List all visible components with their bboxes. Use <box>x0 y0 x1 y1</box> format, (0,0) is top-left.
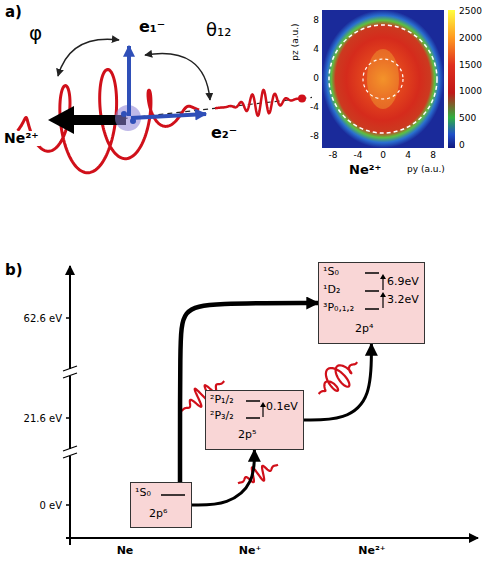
momentum-map <box>322 10 444 148</box>
energy-label: 0 eV <box>38 500 63 511</box>
level-box: ¹S₀ ¹D₂ ³P₀,₁,₂ 6.9eV 3.2eV 2p⁴ <box>318 262 425 344</box>
axis-tick <box>66 504 70 506</box>
level-label: ¹S₀ <box>135 487 151 499</box>
tick-label: 4 <box>312 45 320 55</box>
electron-arrow <box>127 46 131 116</box>
angle-label: θ₁₂ <box>205 20 232 40</box>
axis-tick <box>66 417 70 419</box>
axis-title: py (a.u.) <box>406 165 446 175</box>
electron-arrow <box>131 114 206 118</box>
level-label: 3.2eV <box>387 294 419 306</box>
atom <box>121 111 127 117</box>
ion-label: Ne²⁺ <box>348 163 382 177</box>
tick-label: 0 <box>312 74 320 84</box>
tick-label: -8 <box>328 151 339 161</box>
colorbar-label: 2000 <box>458 34 483 44</box>
tick-label: 8 <box>312 16 320 26</box>
species-label: Ne <box>116 545 135 557</box>
level-box: ²P₁/₂ ²P₃/₂ 0.1eV 2p⁵ <box>205 390 304 450</box>
level-label: 6.9eV <box>387 276 419 288</box>
colorbar <box>448 10 455 148</box>
ion-label: Ne²⁺ <box>3 131 40 146</box>
laser-pulse <box>215 90 300 116</box>
level-label: 0.1eV <box>266 401 298 413</box>
energy-label: 21.6 eV <box>23 413 63 424</box>
tick-label: -4 <box>309 103 320 113</box>
colorbar-label: 1500 <box>458 61 483 71</box>
tick-label: 4 <box>404 151 412 161</box>
angle-label: φ <box>28 22 43 44</box>
energy-label: 62.6 eV <box>23 313 63 324</box>
colorbar-label: 1000 <box>458 87 483 97</box>
momentum-circle <box>363 59 403 99</box>
panel-letter: a) <box>4 4 23 21</box>
laser-pulse <box>238 465 278 483</box>
axis-break <box>63 366 77 458</box>
axis-title: pz (a.u.) <box>291 22 301 61</box>
tick-label: -8 <box>309 132 320 142</box>
energy-axis <box>69 266 71 545</box>
panel-letter: b) <box>4 262 24 279</box>
tick-label: 0 <box>379 151 387 161</box>
species-axis <box>66 537 478 539</box>
level-label: ¹S₀ <box>323 266 339 278</box>
colorbar-label: 500 <box>458 114 477 124</box>
tick-label: -4 <box>353 151 364 161</box>
level-label: 2p⁶ <box>149 508 167 520</box>
level-label: ¹D₂ <box>323 284 340 296</box>
propagation-axis <box>60 97 312 125</box>
level-label: 2p⁴ <box>355 323 373 335</box>
level-label: ²P₁/₂ <box>210 394 234 406</box>
electron-label: e₁⁻ <box>138 18 166 36</box>
level-label: ³P₀,₁,₂ <box>323 302 354 314</box>
transition-arrow <box>192 450 254 505</box>
electron-label: e₂⁻ <box>210 124 238 142</box>
ion-arrowhead <box>48 106 74 134</box>
laser-helix <box>319 362 358 394</box>
species-label: Ne⁺ <box>238 545 262 557</box>
colorbar-label: 2500 <box>458 7 483 17</box>
species-label: Ne²⁺ <box>357 545 386 557</box>
momentum-map <box>367 49 399 109</box>
level-label: ²P₃/₂ <box>210 410 234 422</box>
tick-label: 8 <box>429 151 437 161</box>
laser-helix <box>18 70 200 173</box>
transition-arrow <box>304 344 372 420</box>
colorbar-label: 0 <box>458 141 466 151</box>
pulse-dot <box>298 95 306 103</box>
transition-arrow <box>180 303 318 482</box>
axis-tick <box>66 317 70 319</box>
angle-arc <box>58 39 119 76</box>
momentum-circle <box>329 25 437 133</box>
angle-arc <box>145 53 210 100</box>
level-label: 2p⁵ <box>238 429 256 441</box>
level-box: ¹S₀ 2p⁶ <box>130 482 192 528</box>
